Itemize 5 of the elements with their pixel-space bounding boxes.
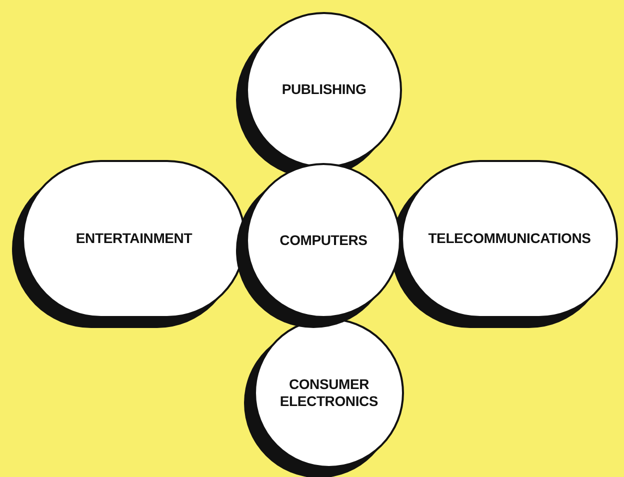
- node-label: PUBLISHING: [282, 81, 366, 99]
- node-label: CONSUMER ELECTRONICS: [278, 376, 380, 410]
- node-label: TELECOMMUNICATIONS: [428, 230, 591, 248]
- node-label: COMPUTERS: [280, 232, 368, 250]
- node-label: ENTERTAINMENT: [76, 230, 192, 248]
